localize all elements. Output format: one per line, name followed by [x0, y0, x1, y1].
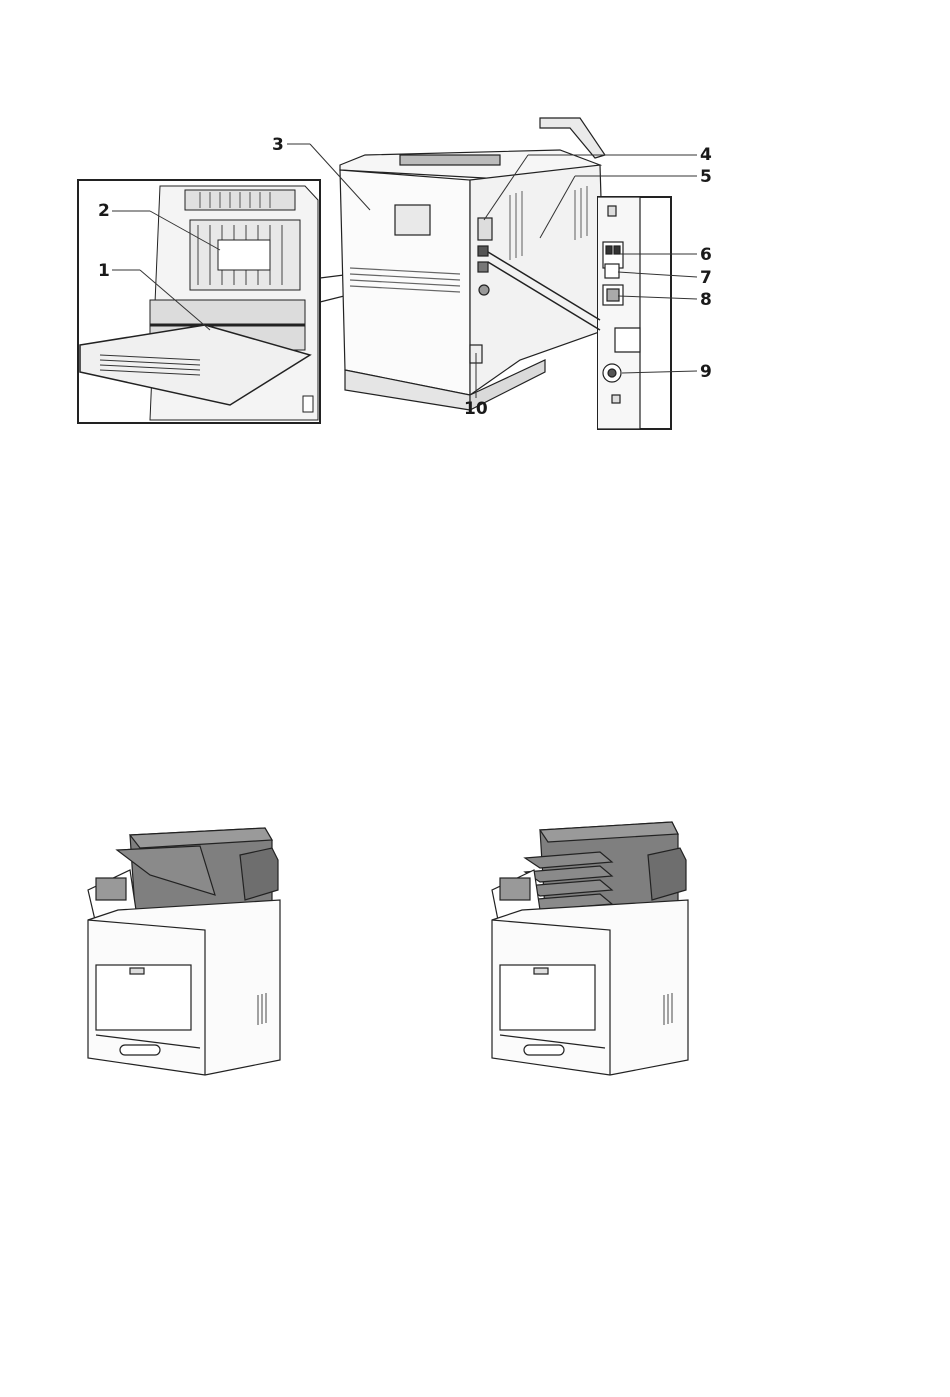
callout-2: 2 [98, 201, 110, 221]
printer-with-mailbox [492, 822, 688, 1075]
callout-3: 3 [272, 135, 284, 155]
printer-rear-view-figure: 1 2 3 4 5 6 7 8 9 10 [0, 0, 950, 460]
printer-with-finisher [88, 828, 280, 1075]
callout-9: 9 [700, 362, 712, 382]
callout-6: 6 [700, 245, 712, 265]
inset-rear-door-open [78, 180, 320, 423]
callout-4: 4 [700, 145, 712, 165]
callout-1: 1 [98, 261, 110, 281]
callout-10: 10 [464, 399, 488, 419]
callout-7: 7 [700, 268, 712, 288]
callout-5: 5 [700, 167, 712, 187]
printer-rear-main [340, 118, 605, 410]
printer-options-figure [0, 800, 950, 1100]
callout-8: 8 [700, 290, 712, 310]
